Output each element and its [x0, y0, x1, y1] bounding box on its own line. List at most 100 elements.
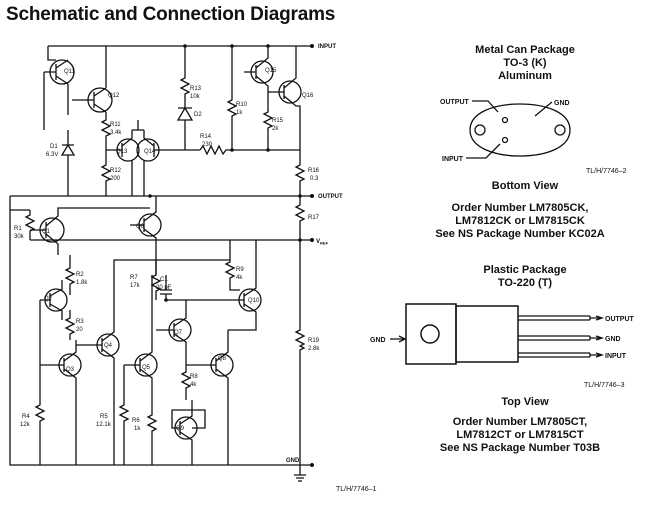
plastic-order-line1: Order Number LM7805CT,: [452, 416, 588, 428]
to3-mount-hole-right: [554, 124, 566, 136]
q12-transistor: [72, 46, 113, 113]
q16-label: Q16: [302, 93, 314, 99]
to3-outline: [469, 103, 571, 157]
metal-can-material: Aluminum: [498, 70, 552, 82]
to3-input-label: INPUT: [442, 156, 464, 163]
r12-value: 200: [110, 176, 121, 182]
to3-pin-output: [501, 116, 509, 124]
c1-value: 20 pF: [156, 285, 172, 291]
r9-value: 4k: [236, 275, 243, 281]
r19-value: 2.8k: [308, 346, 320, 352]
q11-label: Q11: [64, 69, 76, 75]
q11-transistor: [43, 46, 75, 130]
r3-label: R3: [76, 319, 84, 325]
metal-can-order-line2: LM7812CK or LM7815CK: [455, 215, 585, 227]
q3-transistor: [34, 300, 82, 465]
r2-label: R2: [76, 272, 84, 278]
r8-q9: [171, 365, 206, 465]
to220-mount-hole: [420, 324, 440, 344]
metal-can-heading: Metal Can Package TO-3 (K) Aluminum: [420, 44, 630, 83]
r11-r12: [100, 112, 112, 196]
q5-label: Q5: [142, 365, 151, 371]
q9-label: Q9: [176, 426, 185, 432]
r7-label: R7: [130, 275, 138, 281]
metal-can-order-line3: See NS Package Number KC02A: [435, 228, 605, 240]
page-title: Schematic and Connection Diagrams: [6, 4, 336, 25]
r11-value: 3.4k: [110, 130, 122, 136]
metal-can-order-line1: Order Number LM7805CK,: [451, 202, 589, 214]
r7-value: 17k: [130, 283, 141, 289]
r1-label: R1: [14, 226, 22, 232]
r13-label: R13: [190, 86, 202, 92]
plastic-order-line2: LM7812CT or LM7815CT: [456, 429, 584, 441]
r3-value: 20: [76, 327, 83, 333]
r14-label: R14: [200, 134, 212, 140]
q7-transistor: [156, 300, 192, 365]
q4-transistor: [76, 259, 230, 465]
metal-can-ref: TL/H/7746–2: [586, 168, 627, 175]
to3-gnd-label: GND: [554, 100, 570, 107]
q2-label: Q2: [44, 296, 53, 302]
gnd-rail: [9, 196, 314, 482]
r15-value: 2k: [272, 126, 279, 132]
d1-value: 6.3V: [46, 152, 58, 158]
r4-label: R4: [22, 414, 30, 420]
r15-label: R15: [272, 118, 284, 124]
plastic-heading: Plastic Package TO-220 (T): [420, 264, 630, 290]
to220-input-label: INPUT: [605, 353, 627, 360]
schematic-ref: TL/H/7746–1: [336, 486, 377, 493]
to220-output-label: OUTPUT: [605, 316, 635, 323]
r12-label: R12: [110, 168, 122, 174]
plastic-order: Order Number LM7805CT, LM7812CT or LM781…: [395, 416, 645, 455]
q4-label: Q4: [104, 343, 113, 349]
metal-can-order: Order Number LM7805CK, LM7812CK or LM781…: [395, 202, 645, 241]
plastic-title: Plastic Package: [483, 264, 567, 276]
r10-r15: [226, 46, 274, 150]
r13-value: 10k: [190, 94, 201, 100]
q1-r1: [10, 207, 150, 255]
plastic-order-line3: See NS Package Number T03B: [439, 442, 601, 454]
to220-gnd-label: GND: [605, 336, 621, 343]
q3-label: Q3: [66, 367, 75, 373]
r8-label: R8: [190, 374, 198, 380]
c1-label: C1: [160, 277, 168, 283]
plastic-view: Top View: [501, 396, 549, 408]
r1-value: 30k: [14, 234, 25, 240]
r16-label: R16: [308, 168, 320, 174]
r16-value: 0.3: [310, 176, 319, 182]
r2-r3-q2: [40, 255, 76, 340]
r4-value: 12k: [20, 422, 31, 428]
r6-label: R6: [132, 418, 140, 424]
q5-r5-r6: [118, 275, 158, 465]
to220-body: [455, 305, 519, 363]
q14-label: Q14: [144, 149, 156, 155]
to3-output-label: OUTPUT: [440, 99, 470, 106]
r2-value: 1.8k: [76, 280, 88, 286]
metal-can-title: Metal Can Package: [475, 44, 575, 56]
q7-label: Q7: [174, 330, 183, 336]
q6-transistor: [130, 196, 162, 275]
to220-tab: [405, 303, 457, 365]
metal-can-type: TO-3 (K): [503, 57, 547, 69]
r19-label: R19: [308, 338, 320, 344]
gnd-terminal-label: GND: [286, 458, 300, 464]
r7-c1: [150, 260, 205, 302]
r10-value: 1k: [236, 110, 243, 116]
vref-terminal-label: VREF: [316, 239, 329, 246]
plastic-ref: TL/H/7746–3: [584, 382, 625, 389]
r17-label: R17: [308, 215, 320, 221]
input-terminal-label: INPUT: [318, 44, 336, 50]
q15-q16-pair: [244, 46, 302, 150]
q8-label: Q8: [218, 356, 227, 362]
metal-can-view: Bottom View: [491, 180, 559, 192]
q15-label: Q15: [265, 68, 277, 74]
q1-label: Q1: [42, 229, 51, 235]
plastic-type: TO-220 (T): [497, 277, 553, 289]
right-resistor-column: [294, 150, 306, 465]
r5-label: R5: [100, 414, 108, 420]
q8-transistor: [186, 330, 234, 465]
d1-label: D1: [50, 144, 58, 150]
